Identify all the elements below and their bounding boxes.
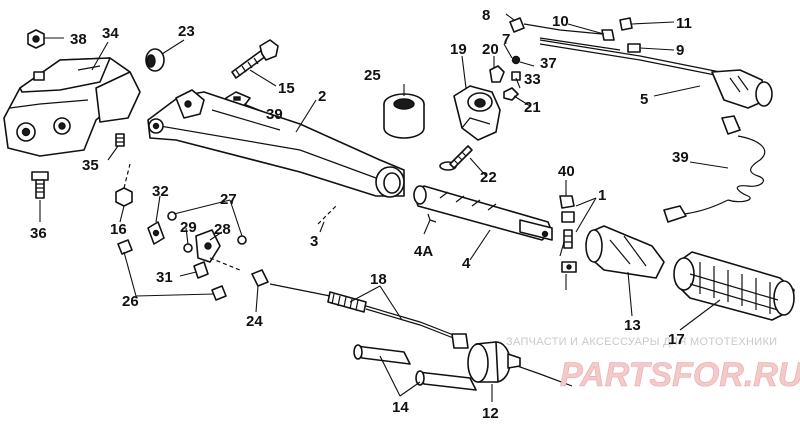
part-label-22: 23 xyxy=(178,23,195,40)
part-label-18: 19 xyxy=(450,41,467,58)
part-label-23: 24 xyxy=(246,313,263,330)
part-label-29: 31 xyxy=(156,269,173,286)
grip-12-drawing xyxy=(585,225,665,279)
linkage-parts-drawing xyxy=(117,211,247,301)
part-label-30: 32 xyxy=(152,183,169,200)
part-label-4a: 4A xyxy=(414,243,433,260)
part-label-32: 34 xyxy=(102,25,119,42)
part-label-39-top: 40 xyxy=(558,163,575,180)
part-label-38: 39 xyxy=(672,149,689,166)
part-label-7: 8 xyxy=(482,7,490,24)
part-label-27: 28 xyxy=(214,221,231,238)
fitting-33-drawing xyxy=(115,133,125,147)
connectors-6-10-drawing xyxy=(509,17,641,53)
sleeve-16-drawing xyxy=(673,251,795,321)
cable-5-drawing xyxy=(539,39,773,109)
part-label-6: 7 xyxy=(502,31,510,48)
part-label-10: 11 xyxy=(676,15,692,32)
housing-18-drawing xyxy=(453,85,501,141)
screw-21-drawing xyxy=(439,145,473,171)
part-label-11: 12 xyxy=(482,405,499,422)
watermark-logo: PARTSFOR.RU xyxy=(560,356,800,394)
part-label-15: 16 xyxy=(110,221,127,238)
part-label-19: 20 xyxy=(482,41,499,58)
part-label-14: 15 xyxy=(278,80,295,97)
part-label-2: 2 xyxy=(318,88,326,105)
part-label-24: 25 xyxy=(364,67,381,84)
part-label-31: 33 xyxy=(524,71,541,88)
spacer-23-drawing xyxy=(251,269,269,287)
part-label-37: 39 xyxy=(266,106,283,123)
watermark-text: ЗАПЧАСТИ И АКСЕССУАРЫ ДЛЯ МОТОТЕХНИКИ xyxy=(506,336,777,348)
bushing-24-drawing xyxy=(383,93,425,139)
part-label-17: 18 xyxy=(370,271,387,288)
sleeves-13-drawing xyxy=(353,344,477,391)
part-label-35: 37 xyxy=(540,55,557,72)
part-label-21: 22 xyxy=(480,169,497,186)
watermark: ЗАПЧАСТИ И АКСЕССУАРЫ ДЛЯ МОТОТЕХНИКИ PA… xyxy=(506,336,800,394)
lanyard-38-drawing xyxy=(663,115,766,223)
part-label-9: 10 xyxy=(552,13,569,30)
nut-15-dashed-line xyxy=(123,163,131,189)
part-label-13: 14 xyxy=(392,399,409,416)
part-label-4: 4 xyxy=(462,255,471,272)
nut-15-drawing xyxy=(115,187,133,207)
bolt-34-drawing xyxy=(31,171,49,199)
part-label-5: 5 xyxy=(640,91,648,108)
part-label-36: 38 xyxy=(70,31,87,48)
nut-36-drawing xyxy=(27,29,45,49)
part-label-26: 27 xyxy=(220,191,237,208)
part-label-33: 35 xyxy=(82,157,99,174)
leader-lines xyxy=(39,13,729,402)
part-drawings xyxy=(3,17,795,391)
part-label-34: 36 xyxy=(30,225,47,242)
part-label-12: 13 xyxy=(624,317,641,334)
tiller-arm-drawing xyxy=(147,89,405,198)
part-label-3: 3 xyxy=(310,233,318,250)
pin-3-drawing xyxy=(317,205,337,225)
steering-bracket-drawing xyxy=(3,57,141,157)
part-label-16: 17 xyxy=(668,331,685,348)
throttle-shaft-drawing xyxy=(413,185,553,241)
part-label-8: 9 xyxy=(676,42,684,59)
small-parts-39-40-drawing xyxy=(559,195,577,273)
cable-17-drawing xyxy=(269,283,573,387)
bolt-14-drawing xyxy=(231,39,279,79)
housing-11-drawing xyxy=(467,341,521,383)
part-label-1: 1 xyxy=(598,187,606,204)
part-label-20: 21 xyxy=(524,99,541,116)
part-label-25: 26 xyxy=(122,293,139,310)
part-label-28: 29 xyxy=(180,219,197,236)
part-number-labels: 38 34 23 15 39 2 3 35 36 16 25 19 20 8 7… xyxy=(30,7,692,422)
bushing-22-drawing xyxy=(145,48,165,72)
